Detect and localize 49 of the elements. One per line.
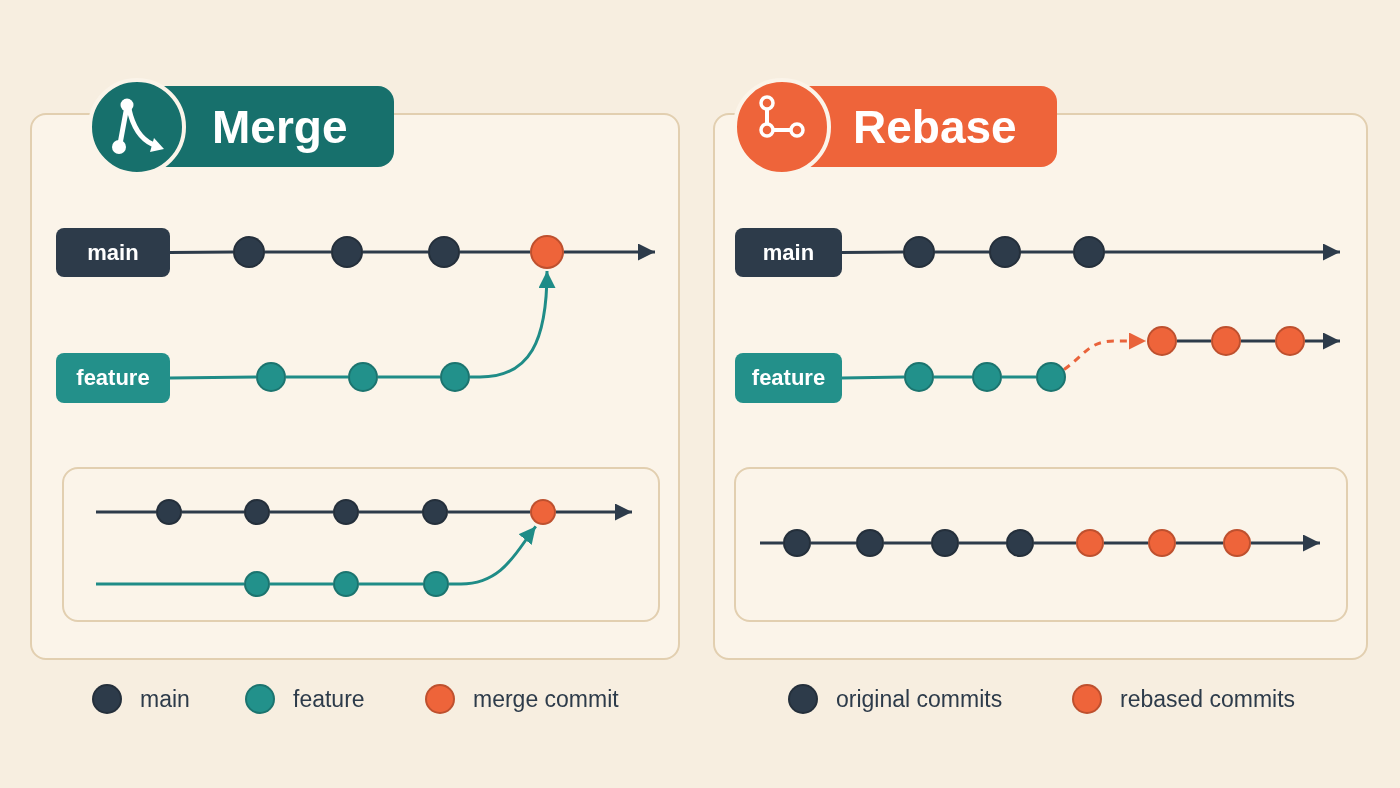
line-segment — [842, 250, 903, 254]
legend-label: rebased commits — [1120, 687, 1296, 711]
line-segment — [1021, 250, 1073, 254]
line-segment — [959, 541, 1006, 545]
line-segment — [170, 250, 233, 254]
arrow — [1251, 534, 1320, 552]
line-segment — [270, 582, 333, 586]
line-segment — [286, 375, 348, 379]
line-segment — [841, 375, 905, 380]
line-segment — [96, 582, 244, 586]
line-segment — [270, 510, 333, 514]
line-segment — [811, 541, 856, 545]
line-segment — [884, 541, 931, 545]
line-segment — [1034, 541, 1076, 545]
line-segment — [1002, 375, 1036, 379]
line-segment — [1177, 339, 1211, 343]
arrow — [449, 525, 537, 586]
line-segment — [934, 375, 972, 379]
line-segment — [460, 250, 530, 254]
branch-label: feature — [56, 353, 170, 403]
branch-label: feature — [735, 353, 842, 403]
arrow — [470, 270, 556, 379]
branch-label: main — [735, 228, 842, 277]
arrow — [556, 503, 632, 521]
line-segment — [359, 510, 422, 514]
line-segment — [182, 510, 244, 514]
legend-label: original commits — [836, 687, 1003, 711]
line-segment — [935, 250, 989, 254]
line-segment — [448, 510, 530, 514]
legend-label: main — [140, 687, 190, 711]
line-segment — [96, 510, 156, 514]
legend-label: feature — [293, 687, 365, 711]
dashed-arrow — [1063, 332, 1146, 371]
line-segment — [1104, 541, 1148, 545]
line-segment — [363, 250, 428, 254]
branch-label: main — [56, 228, 170, 277]
line-segment — [760, 541, 783, 545]
legend-label: merge commit — [473, 687, 619, 711]
line-segment — [170, 375, 256, 380]
line-segment — [378, 375, 440, 379]
line-segment — [1176, 541, 1223, 545]
timeline-frame — [734, 467, 1348, 622]
line-segment — [1241, 339, 1275, 343]
arrow — [1105, 243, 1340, 261]
timeline-frame — [62, 467, 660, 622]
arrow — [564, 243, 655, 261]
line-segment — [359, 582, 423, 586]
arrow — [1305, 332, 1340, 350]
line-segment — [265, 250, 331, 254]
